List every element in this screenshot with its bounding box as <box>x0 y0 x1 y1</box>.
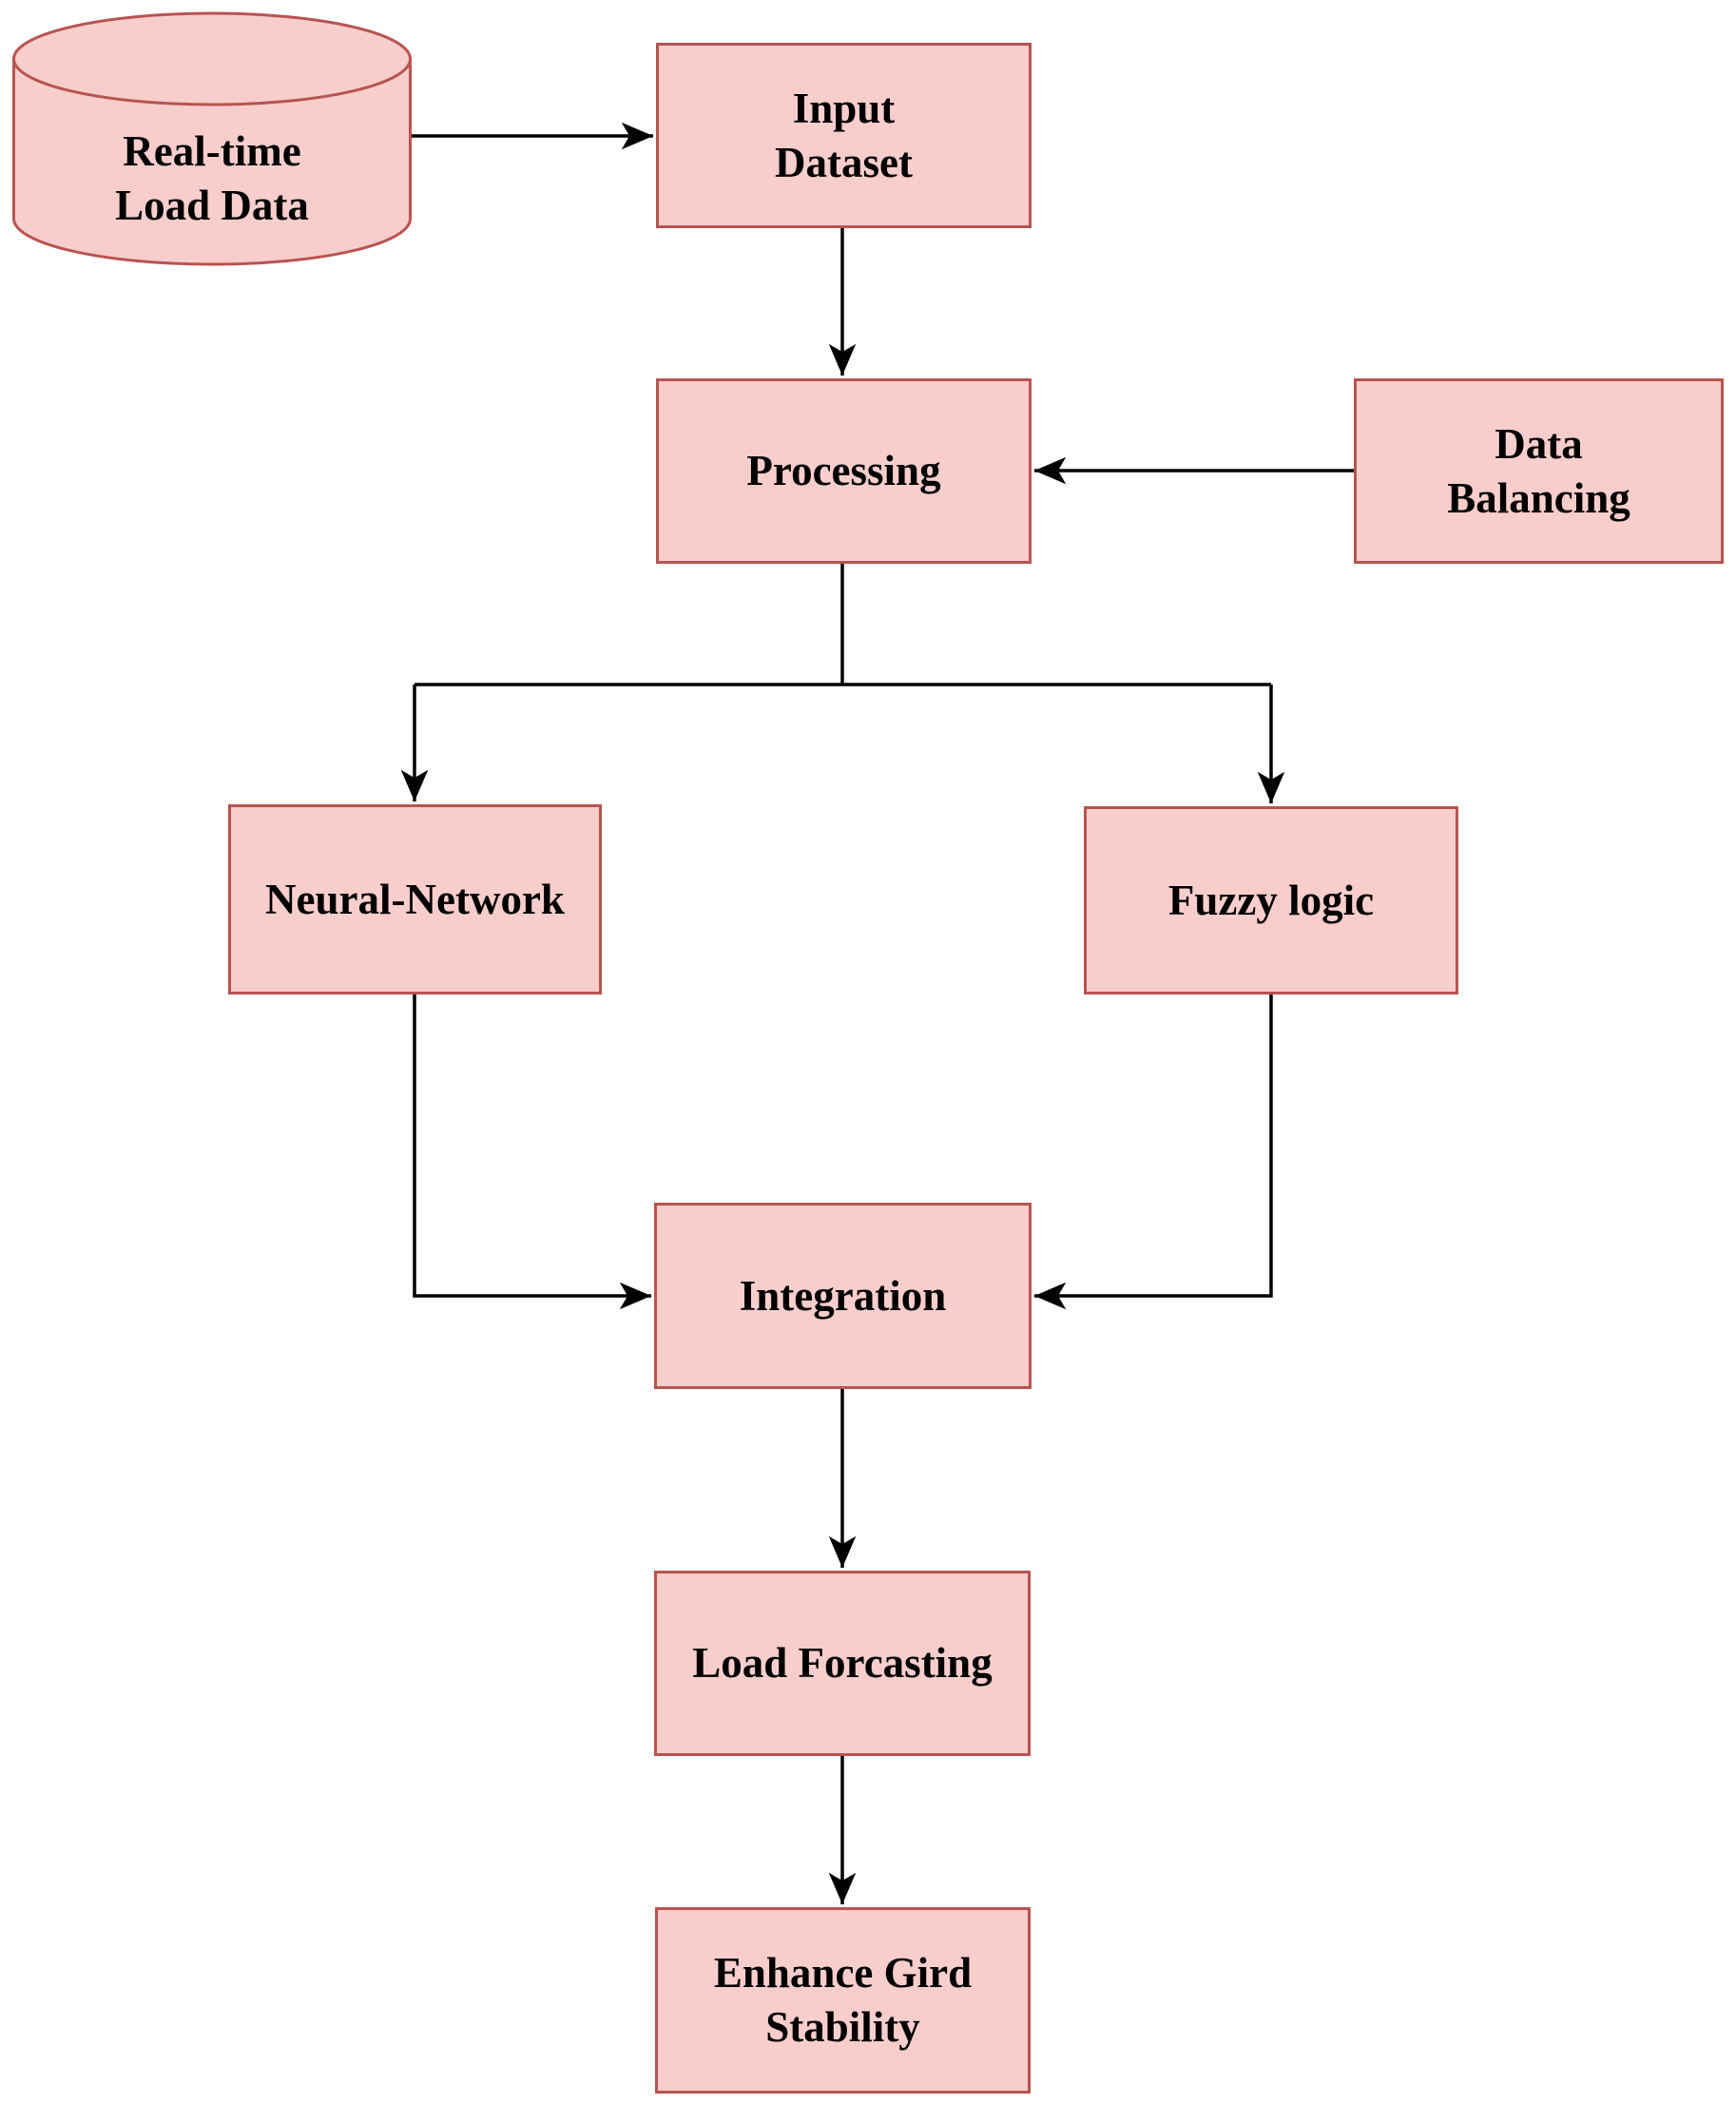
node-label-real-time-load-data: Real-time Load Data <box>115 127 309 229</box>
node-label-input-dataset: Input Dataset <box>775 84 913 186</box>
node-load-forcasting: Load Forcasting <box>654 1571 1031 1756</box>
node-real-time-load-data: Real-time Load Data <box>12 11 412 266</box>
database-cylinder-icon <box>12 11 412 266</box>
cylinder-label-wrap: Real-time Load Data <box>12 106 412 251</box>
node-enhance-gird-stability: Enhance Gird Stability <box>655 1907 1031 2094</box>
edge-fuzzy-logic-to-integration <box>1034 994 1273 1310</box>
node-label-processing: Processing <box>746 447 941 495</box>
node-label-enhance-gird-stability: Enhance Gird Stability <box>713 1949 973 2051</box>
edge-neural-network-to-integration <box>413 994 651 1310</box>
node-processing: Processing <box>656 378 1032 564</box>
node-label-integration: Integration <box>739 1271 947 1320</box>
node-label-fuzzy-logic: Fuzzy logic <box>1167 876 1375 924</box>
node-label-neural-network: Neural-Network <box>265 875 565 923</box>
node-fuzzy-logic: Fuzzy logic <box>1084 806 1458 994</box>
node-input-dataset: Input Dataset <box>656 43 1032 228</box>
node-label-data-balancing: Data Balancing <box>1447 419 1630 522</box>
node-label-load-forcasting: Load Forcasting <box>692 1639 993 1688</box>
node-neural-network: Neural-Network <box>228 804 602 994</box>
node-integration: Integration <box>654 1203 1032 1389</box>
node-data-balancing: Data Balancing <box>1354 378 1724 564</box>
